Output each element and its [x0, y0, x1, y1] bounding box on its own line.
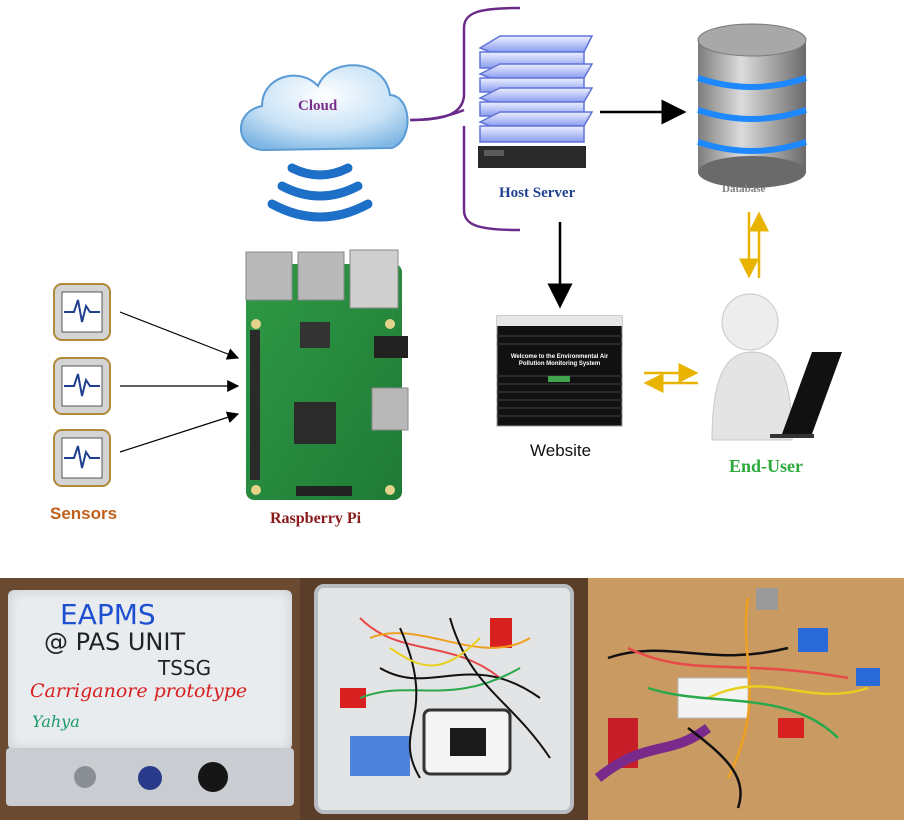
- database-icon: [697, 23, 807, 188]
- end-user-label: End-User: [729, 456, 804, 476]
- host-server-icon: [478, 35, 594, 168]
- host-server-label: Host Server: [499, 185, 576, 201]
- lid-text-line-5: Yahya: [32, 712, 80, 731]
- cloud-icon: [240, 64, 409, 222]
- photo-enclosure-lid: EAPMS @ PAS UNIT TSSG Carriganore protot…: [0, 578, 300, 820]
- website-user-arrows: [643, 363, 699, 393]
- database-label: Database: [722, 183, 766, 195]
- website-heading: Welcome to the Environmental Air Polluti…: [510, 354, 609, 367]
- database-user-arrows: [739, 211, 769, 279]
- lid-text-line-4: Carriganore prototype: [30, 680, 248, 702]
- lid-text-line-1: EAPMS: [60, 598, 156, 631]
- end-user-icon: [711, 293, 842, 441]
- sensor-3-arrow: [119, 411, 240, 453]
- enclosure-lid: [8, 590, 292, 750]
- sensors-label: Sensors: [50, 504, 118, 523]
- sensor-icon-2: [53, 357, 111, 415]
- cloud-label: Cloud: [298, 98, 338, 114]
- lid-text-line-2: @ PAS UNIT: [44, 628, 186, 656]
- website-label: Website: [530, 441, 592, 460]
- website-screenshot: [496, 315, 623, 427]
- raspberry-pi-label: Raspberry Pi: [270, 510, 362, 527]
- architecture-diagram: [53, 6, 842, 500]
- enclosure-side: [6, 748, 294, 806]
- sensor-1-arrow: [119, 311, 240, 360]
- lid-text-line-3: TSSG: [158, 656, 212, 680]
- raspberry-pi-board: [245, 249, 409, 500]
- sensor-icon-3: [53, 429, 111, 487]
- sensor-icon-1: [53, 283, 111, 341]
- photo-open-enclosure: [300, 578, 588, 820]
- photo-prototype-wiring: [588, 578, 904, 820]
